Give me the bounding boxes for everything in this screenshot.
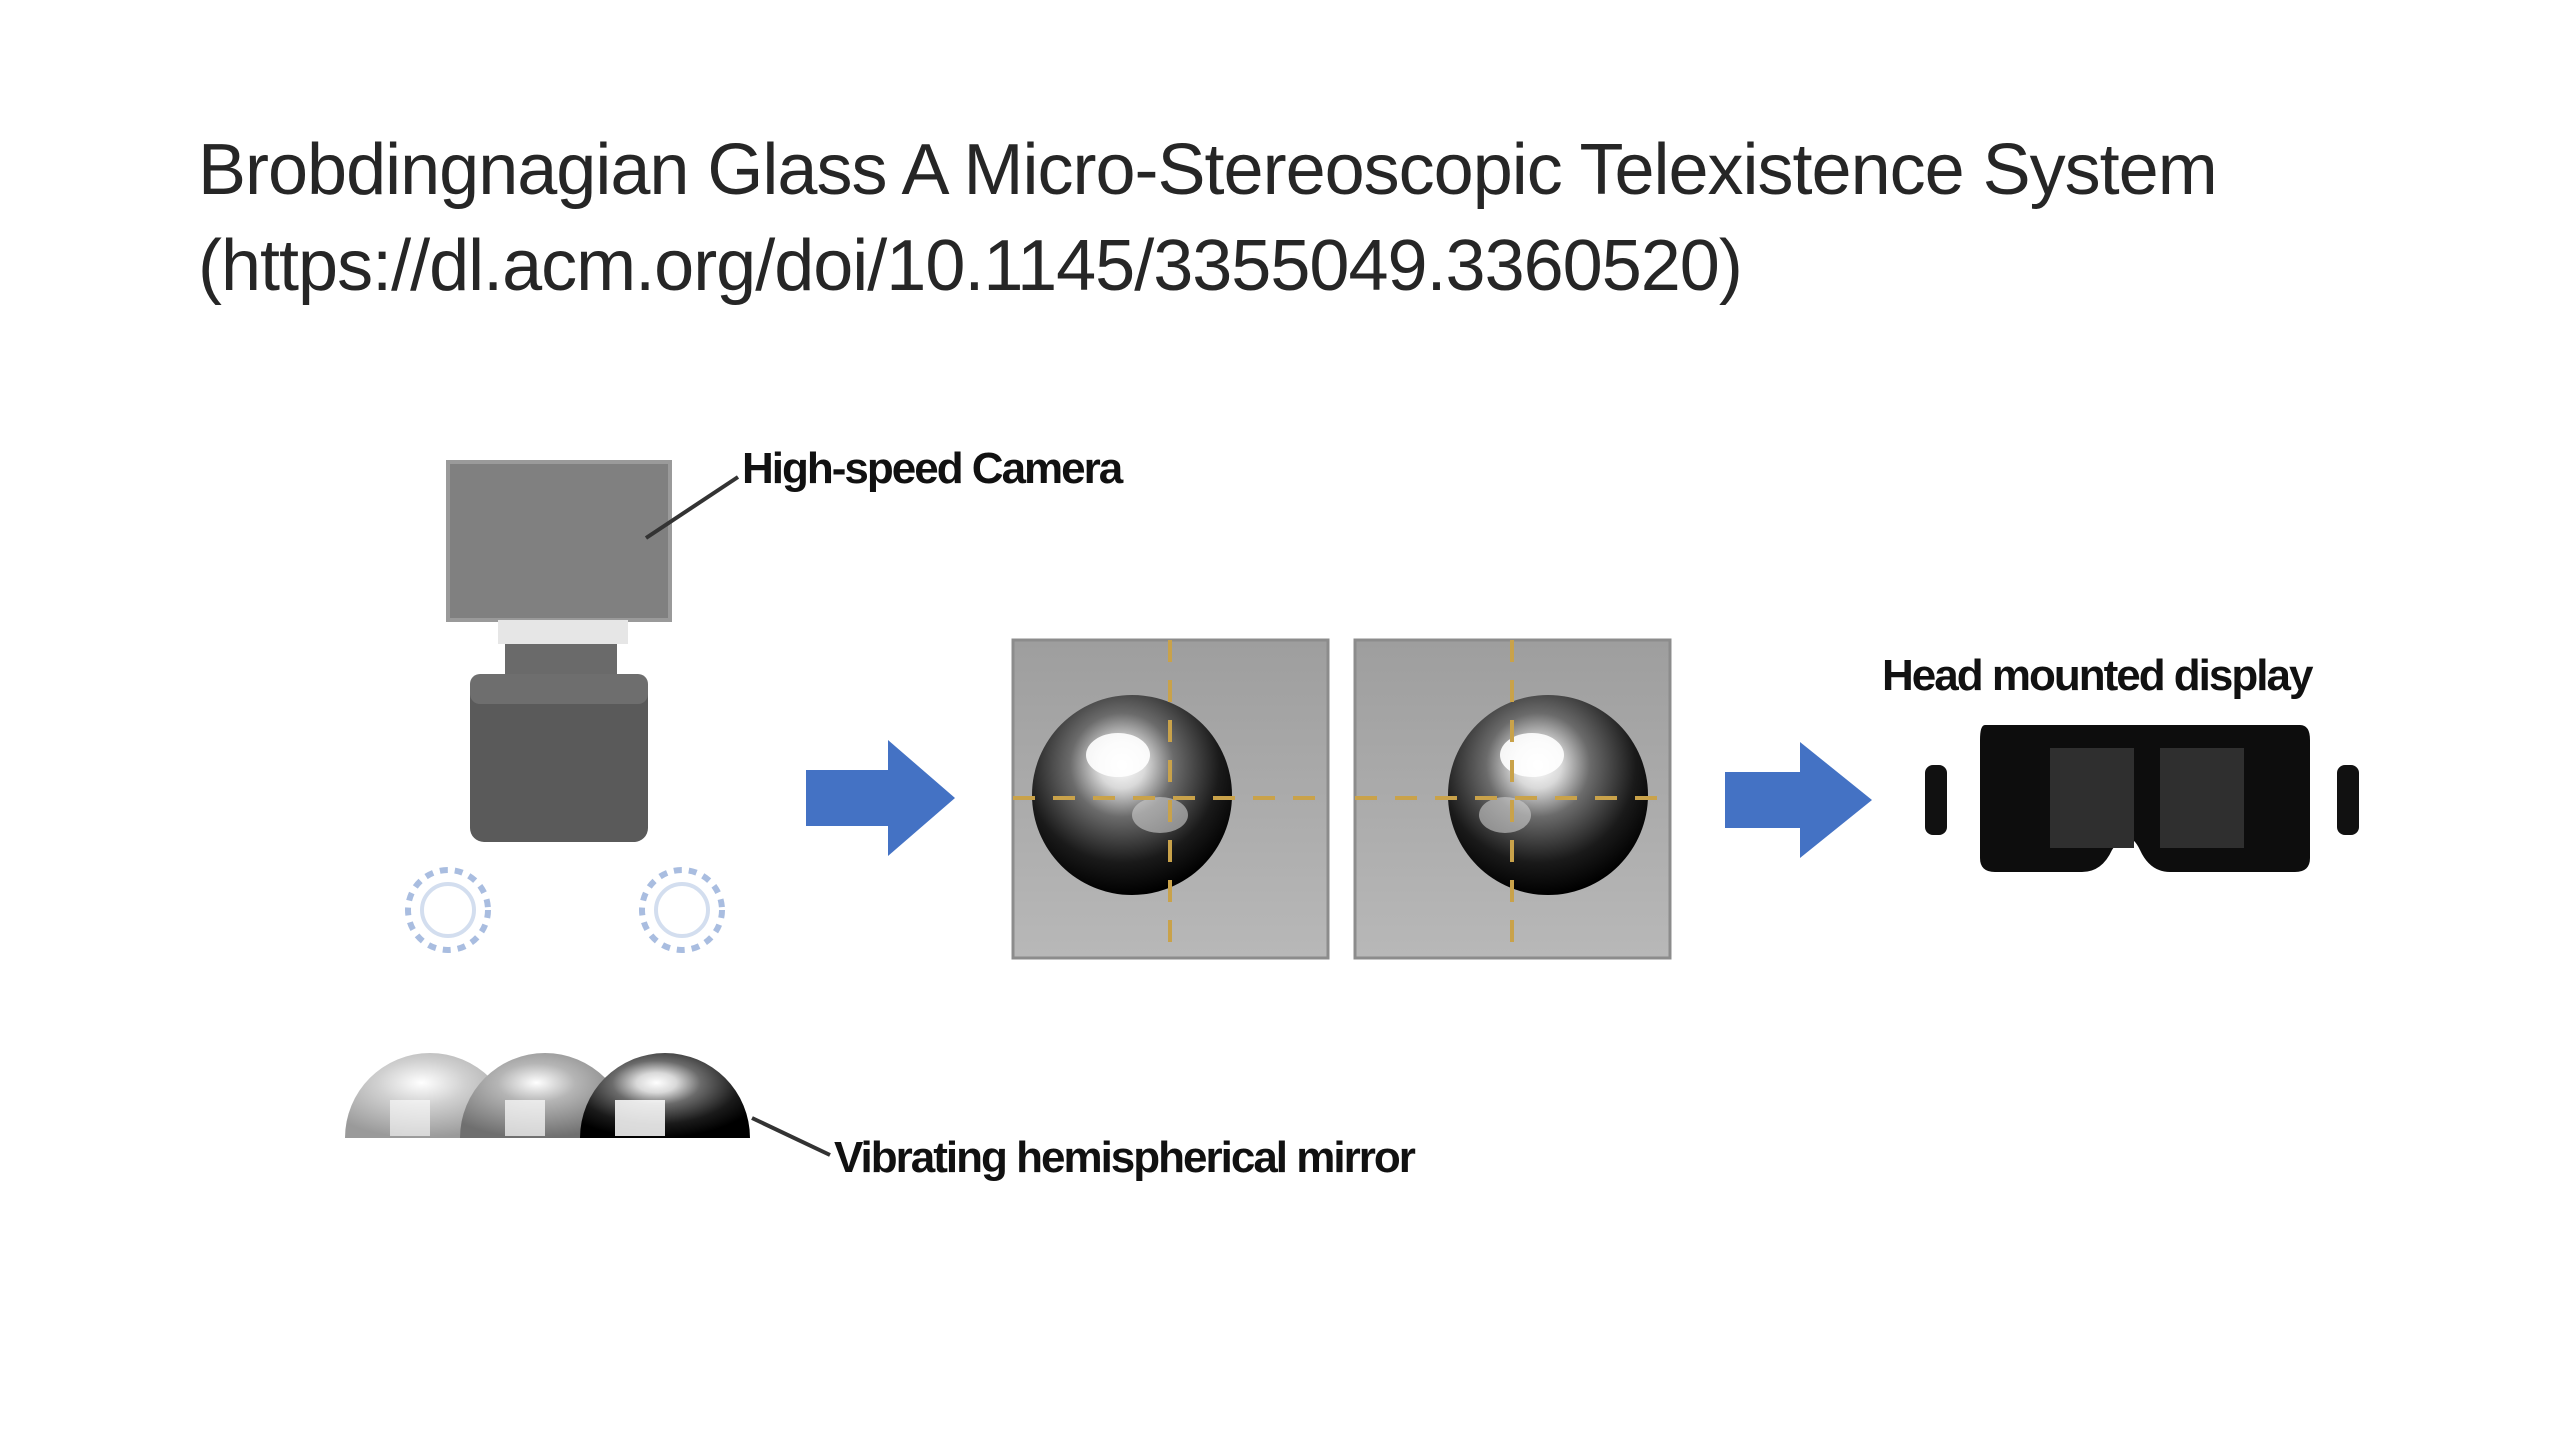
stereo-image-left [1013, 640, 1328, 958]
arrow-right-icon [806, 740, 955, 856]
mirror-sphere-icon [345, 1053, 750, 1138]
hmd-label: Head mounted display [1882, 651, 2314, 700]
mirror-label: Vibrating hemispherical mirror [834, 1133, 1416, 1182]
camera-label: High-speed Camera [742, 444, 1124, 493]
mirror-leader-line [752, 1118, 830, 1155]
led-light-icon [408, 870, 488, 950]
stereo-image-right [1355, 640, 1670, 958]
head-mounted-display-icon [1925, 725, 2359, 872]
arrow-right-icon [1725, 742, 1872, 858]
led-light-icon [642, 870, 722, 950]
camera-icon [448, 462, 670, 842]
